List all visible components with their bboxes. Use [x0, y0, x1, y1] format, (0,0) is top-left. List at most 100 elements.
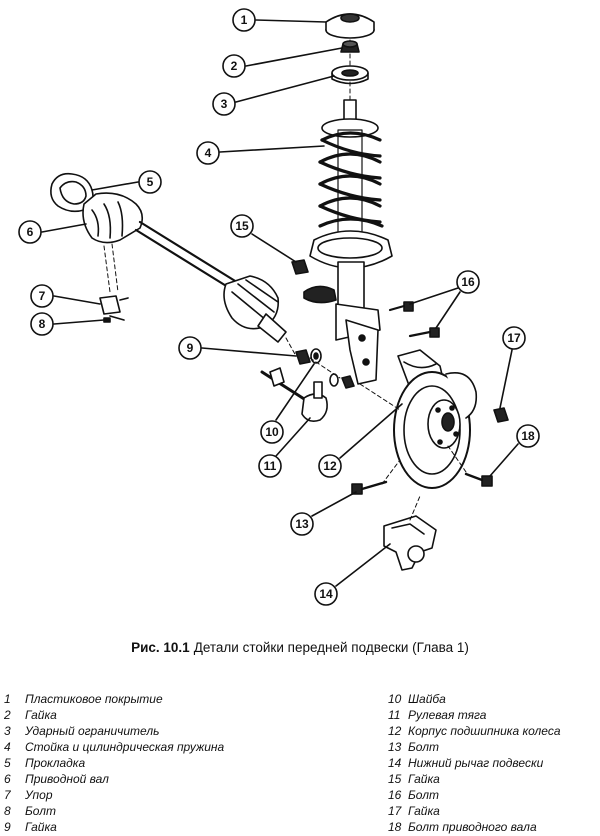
callout-14-number: 14: [319, 587, 333, 601]
legend-column-left: 1 Пластиковое покрытие 2 Гайка 3 Ударный ог…: [4, 691, 224, 835]
callout-2-number: 2: [231, 59, 238, 73]
legend-number: 4: [4, 740, 11, 754]
callout-11-number: 11: [264, 459, 277, 473]
legend-number: 7: [4, 788, 11, 802]
legend-number: 8: [4, 804, 11, 818]
legend-item: 17 Гайка: [388, 803, 561, 819]
figure-title: Детали стойки передней подвески (Глава 1…: [193, 640, 469, 655]
legend-number: 17: [388, 804, 402, 818]
legend-number: 15: [388, 772, 402, 786]
legend-text: Упор: [25, 788, 53, 802]
legend-number: 6: [4, 772, 11, 786]
callout-1-number: 1: [241, 13, 248, 27]
legend-item: 8 Болт: [4, 803, 224, 819]
callout-3-number: 3: [221, 97, 228, 111]
callout-13-number: 13: [295, 517, 309, 531]
legend-text: Гайка: [408, 772, 440, 786]
legend-text: Болт: [408, 740, 439, 754]
legend-item: 14 Нижний рычаг подвески: [388, 755, 561, 771]
legend-item: 12 Корпус подшипника колеса: [388, 723, 561, 739]
callout-10: 10: [260, 363, 315, 444]
legend-number: 14: [388, 756, 402, 770]
legend-number: 2: [4, 708, 11, 722]
callout-16: 16: [409, 270, 480, 329]
part-drive-shaft-bolt: [464, 472, 493, 487]
legend-item: 1 Пластиковое покрытие: [4, 691, 224, 707]
callout-3: 3: [212, 75, 335, 116]
legend-number: 9: [4, 820, 11, 834]
callout-2: 2: [222, 47, 343, 78]
part-bolts-16: [388, 301, 440, 338]
part-drive-shaft: [82, 192, 287, 343]
legend-text: Корпус подшипника колеса: [408, 724, 561, 738]
callout-12: 12: [318, 403, 403, 478]
legend-item: 4 Стойка и цилиндрическая пружина: [4, 739, 224, 755]
callout-14: 14: [314, 543, 391, 606]
part-lower-arm: [383, 515, 437, 571]
legend-text: Стойка и цилиндрическая пружина: [25, 740, 225, 754]
callout-8-number: 8: [39, 317, 46, 331]
legend-column-right: 10 Шайба 11 Рулевая тяга 12 Корпус подшипни…: [388, 691, 561, 835]
legend-item: 6 Приводной вал: [4, 771, 224, 787]
legend-item: 16 Болт: [388, 787, 561, 803]
part-strut-and-spring: [303, 99, 393, 385]
legend-item: 7 Упор: [4, 787, 224, 803]
callout-15-number: 15: [235, 219, 249, 233]
legend-text: Гайка: [408, 804, 440, 818]
legend-number: 3: [4, 724, 11, 738]
callout-6: 6: [18, 220, 87, 244]
legend-number: 10: [388, 692, 402, 706]
legend-text: Пластиковое покрытие: [25, 692, 163, 706]
callout-8: 8: [30, 312, 105, 336]
legend-text: Рулевая тяга: [408, 708, 487, 722]
callout-4-number: 4: [205, 146, 212, 160]
part-nut-and-washer: [295, 348, 355, 389]
legend-text: Нижний рычаг подвески: [408, 756, 544, 770]
callout-10-number: 10: [265, 425, 279, 439]
legend-number: 5: [4, 756, 11, 770]
callout-5: 5: [91, 170, 162, 194]
legend-text: Гайка: [25, 708, 57, 722]
callout-13: 13: [290, 491, 357, 536]
part-gasket: [50, 172, 94, 213]
part-bolt-lower: [351, 480, 388, 495]
legend-item: 11 Рулевая тяга: [388, 707, 561, 723]
callout-15: 15: [230, 214, 297, 263]
part-tie-rod: [260, 367, 328, 422]
legend-item: 10 Шайба: [388, 691, 561, 707]
legend-text: Ударный ограничитель: [25, 724, 160, 738]
legend-item: 15 Гайка: [388, 771, 561, 787]
callout-17: 17: [499, 326, 526, 409]
callout-4: 4: [196, 141, 325, 165]
callout-18-number: 18: [521, 429, 535, 443]
callout-9: 9: [178, 336, 297, 360]
part-top-nut: [340, 40, 360, 53]
legend-number: 18: [388, 820, 402, 834]
legend-number: 1: [4, 692, 11, 706]
part-bump-stop: [331, 65, 369, 85]
legend-number: 12: [388, 724, 402, 738]
legend-number: 11: [388, 708, 401, 722]
callout-6-number: 6: [27, 225, 34, 239]
legend-text: Шайба: [408, 692, 446, 706]
legend-number: 16: [388, 788, 402, 802]
legend-text: Прокладка: [25, 756, 86, 770]
callout-7: 7: [30, 284, 101, 308]
part-bearing-housing: [393, 349, 478, 489]
callout-12-number: 12: [323, 459, 337, 473]
legend-text: Болт: [25, 804, 56, 818]
legend-text: Болт: [408, 788, 439, 802]
strut-exploded-diagram: 1 2 3 4 5 6 7 8 9 10: [18, 8, 540, 606]
part-nut-17: [493, 407, 509, 423]
callout-5-number: 5: [147, 175, 154, 189]
legend-item: 2 Гайка: [4, 707, 224, 723]
legend-text: Приводной вал: [25, 772, 109, 786]
coil-spring: [318, 131, 384, 228]
callout-18: 18: [489, 424, 540, 477]
part-retainer-and-bolt: [99, 243, 129, 323]
callout-1: 1: [232, 8, 327, 32]
